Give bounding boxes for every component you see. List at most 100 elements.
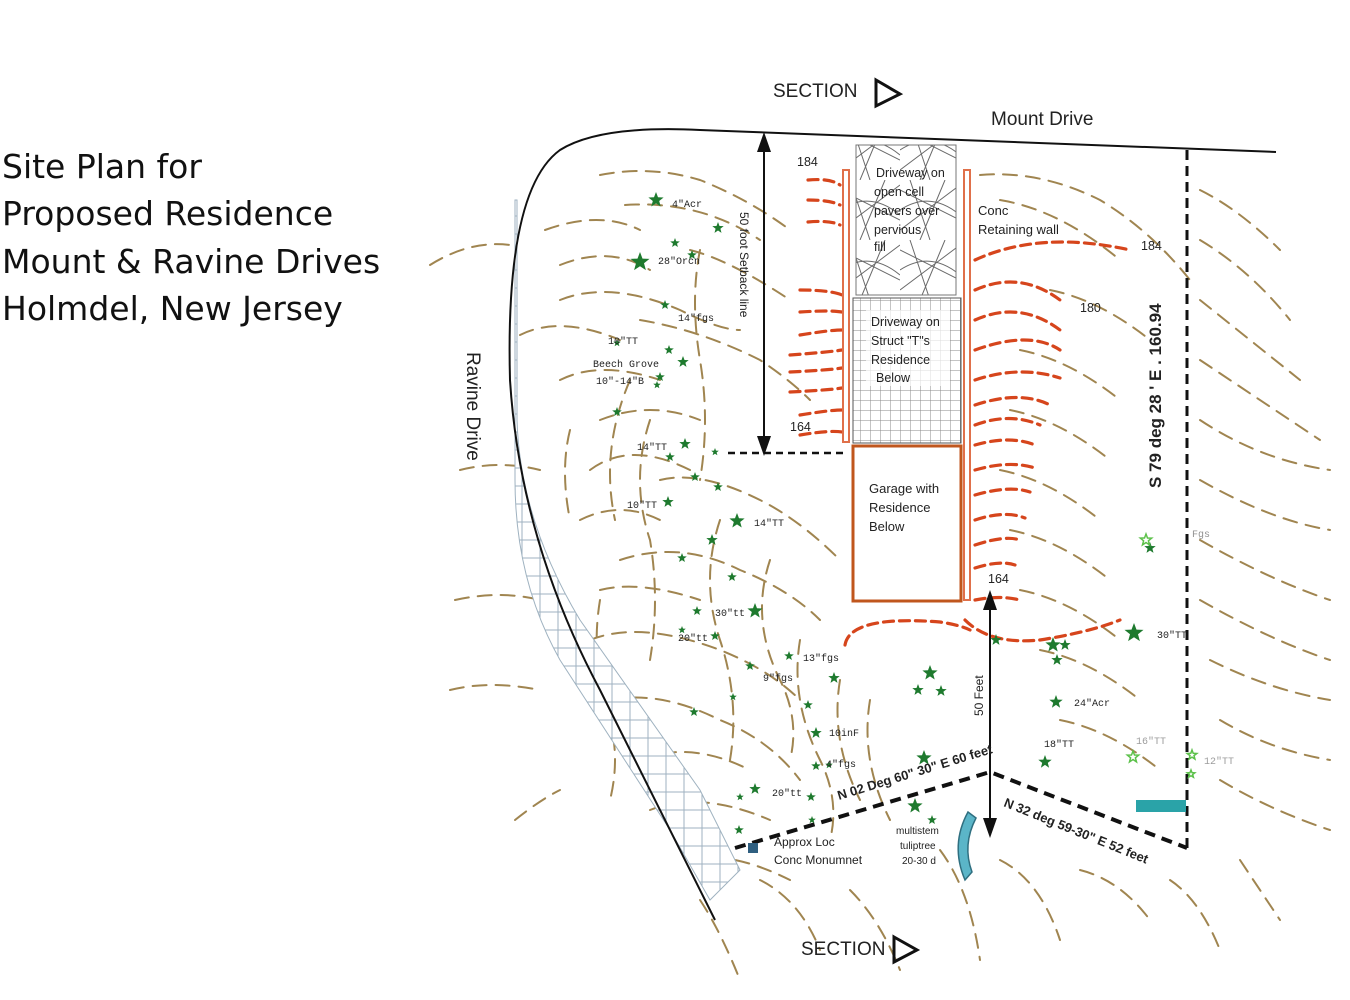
tree-symbol bbox=[678, 626, 686, 634]
retaining-wall-right bbox=[963, 169, 971, 601]
ravine-drive-label: Ravine Drive bbox=[462, 352, 483, 461]
tree-symbol bbox=[648, 192, 664, 207]
section-arrow-bottom bbox=[892, 934, 921, 965]
tree-label-10inf: 10inF bbox=[829, 728, 859, 740]
tree-label-13fgs: 13"fgs bbox=[803, 653, 839, 665]
garage-label: Garage with Residence Below bbox=[869, 481, 943, 534]
tree-label-20tt: 20"tt bbox=[678, 633, 708, 645]
title-line-1: Site Plan for bbox=[2, 147, 202, 186]
tree-label-12tt: 12"TT bbox=[1204, 756, 1234, 768]
tree-symbol bbox=[734, 825, 744, 834]
multistem-label: multistem tuliptree 20-30 d bbox=[896, 826, 942, 867]
tree-symbol bbox=[808, 816, 816, 824]
ravine-stone-edge bbox=[514, 199, 741, 901]
mount-drive-label: Mount Drive bbox=[991, 109, 1093, 130]
tree-label-18tt: 18"TT bbox=[1044, 739, 1074, 751]
tree-symbol bbox=[736, 793, 744, 801]
south-line-2-label: N 32 deg 59-30" E 52 feet bbox=[1002, 795, 1151, 867]
tree-symbol bbox=[922, 665, 938, 680]
tree-symbol-outline bbox=[1138, 531, 1154, 547]
tree-symbol bbox=[927, 815, 937, 824]
tree-symbol bbox=[784, 651, 794, 660]
section-arrow-top bbox=[874, 77, 904, 109]
tree-label-10-14b: 10"-14"B bbox=[596, 376, 644, 388]
fifty-feet-label: 50 Feet bbox=[972, 675, 986, 716]
driveway-struct-label-bg bbox=[866, 310, 950, 386]
tree-symbol bbox=[677, 356, 689, 367]
tree-label-fgs: Fgs bbox=[1192, 530, 1210, 541]
section-label-top: SECTION bbox=[773, 81, 857, 102]
tree-symbol bbox=[653, 381, 661, 389]
tree-symbol bbox=[1144, 542, 1156, 553]
setback-label: 50 foot Setback line bbox=[737, 212, 751, 318]
tree-label-14tt-a: 14"TT bbox=[637, 442, 667, 454]
culvert bbox=[1136, 800, 1186, 812]
tree-symbol bbox=[747, 603, 763, 618]
tree-symbol bbox=[613, 339, 621, 347]
tree-label-10tt: 10"TT bbox=[608, 336, 638, 348]
title-line-4: Holmdel, New Jersey bbox=[2, 289, 343, 328]
driveway-pavers-label: Driveway on open cell pavers over pervio… bbox=[874, 166, 948, 254]
retaining-wall-left bbox=[842, 169, 850, 443]
tree-label-16tt: 16"TT bbox=[1136, 736, 1166, 748]
tree-label-30tt: 30"tt bbox=[715, 608, 745, 620]
cut-contours bbox=[788, 177, 1132, 647]
tree-symbol bbox=[665, 452, 675, 461]
tree-label-20tt-b: 20"tt bbox=[772, 788, 802, 800]
elevation-164-left: 164 bbox=[790, 420, 811, 434]
property-line bbox=[508, 128, 1277, 921]
section-label-bottom: SECTION bbox=[801, 939, 885, 960]
garage bbox=[851, 444, 963, 603]
tree-symbol bbox=[711, 448, 719, 456]
elevation-180: 180 bbox=[1080, 301, 1101, 315]
tree-symbol bbox=[687, 250, 697, 259]
fifty-feet-arrow bbox=[983, 590, 997, 838]
tree-symbols bbox=[612, 192, 1199, 834]
tree-symbol bbox=[745, 661, 755, 670]
tree-symbol bbox=[612, 407, 622, 416]
tree-symbol bbox=[912, 684, 924, 695]
tree-symbol bbox=[729, 513, 745, 528]
tree-symbol bbox=[1124, 623, 1144, 642]
tree-symbol bbox=[670, 238, 680, 247]
tree-symbol-outline bbox=[1185, 747, 1199, 761]
tree-symbol bbox=[916, 750, 932, 765]
tree-symbol bbox=[689, 707, 699, 716]
tree-symbol bbox=[806, 792, 816, 801]
tree-symbol bbox=[1059, 639, 1071, 650]
elevation-164-lower: 164 bbox=[988, 572, 1009, 586]
title-line-3: Mount & Ravine Drives bbox=[2, 242, 381, 281]
tree-label-10tt-b: 10"TT bbox=[627, 500, 657, 512]
elevation-184-top: 184 bbox=[797, 155, 818, 169]
driveway-struct-label: Driveway on Struct "T"s Residence Below bbox=[871, 315, 943, 385]
tree-symbol bbox=[811, 761, 821, 770]
tree-symbol bbox=[907, 798, 923, 813]
tree-symbol bbox=[630, 252, 650, 271]
elevation-184-right: 184 bbox=[1141, 239, 1162, 253]
tree-label-beech-grove: Beech Grove bbox=[593, 359, 659, 371]
tree-symbol bbox=[1045, 637, 1061, 652]
contour-lines bbox=[429, 170, 1331, 981]
tree-label-24acr: 24"Acr bbox=[1074, 698, 1110, 710]
tree-symbol bbox=[729, 693, 737, 701]
tree-symbol-outline bbox=[1125, 748, 1141, 764]
tree-symbol bbox=[935, 685, 947, 696]
tree-symbol bbox=[749, 783, 761, 794]
tree-label-4acr: 4"Acr bbox=[672, 199, 702, 211]
tree-label-4fgs: 4"fgs bbox=[826, 759, 856, 771]
tree-symbol bbox=[692, 606, 702, 615]
tree-symbol bbox=[803, 700, 813, 709]
tree-symbol bbox=[1051, 654, 1063, 665]
tree-label-30tt-b: 30"TT bbox=[1157, 630, 1187, 642]
tree-symbol bbox=[655, 372, 665, 381]
tree-symbol bbox=[825, 761, 833, 769]
monument-label: Approx Loc Conc Monumnet bbox=[774, 835, 863, 867]
monument-marker bbox=[748, 843, 758, 853]
driveway-pavers bbox=[855, 144, 957, 296]
setback-arrow bbox=[728, 132, 843, 456]
tree-symbol bbox=[706, 534, 718, 545]
tree-symbol bbox=[828, 672, 840, 683]
tree-symbol bbox=[810, 727, 822, 738]
tree-symbol bbox=[710, 631, 720, 640]
